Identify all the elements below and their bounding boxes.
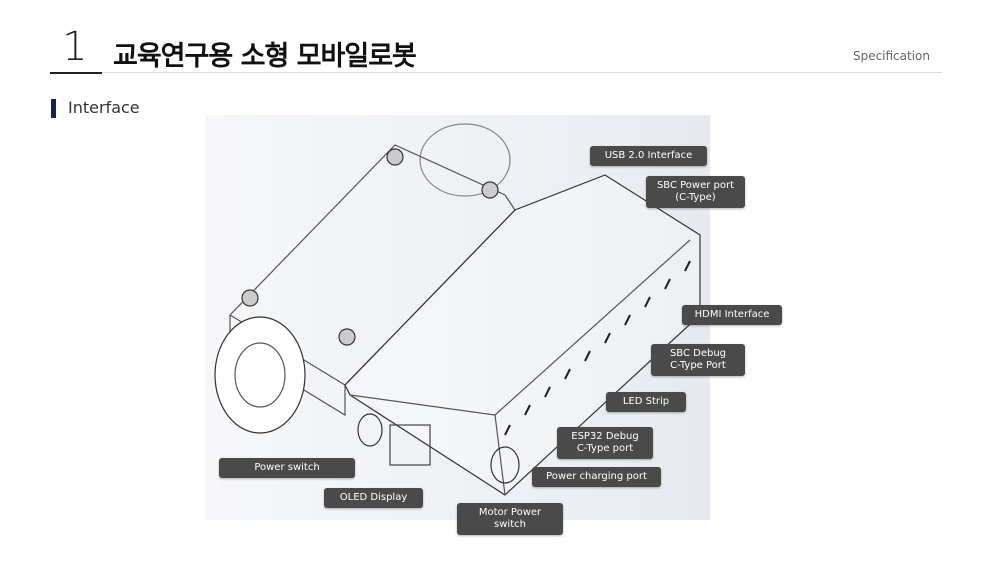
- label-sbc-power-port: SBC Power port (C-Type): [646, 176, 745, 208]
- label-power-switch: Power switch: [219, 458, 355, 478]
- page-title: 교육연구용 소형 모바일로봇: [113, 41, 417, 72]
- label-hdmi-interface: HDMI Interface: [682, 305, 782, 325]
- label-power-charging-port: Power charging port: [532, 467, 661, 487]
- label-led-strip: LED Strip: [606, 392, 686, 412]
- section-title: Interface: [68, 98, 140, 117]
- header-divider: [102, 72, 942, 73]
- label-sbc-debug-port: SBC Debug C-Type Port: [651, 344, 745, 376]
- label-oled-display: OLED Display: [324, 488, 423, 508]
- number-underline: [50, 72, 102, 74]
- section-tag: Specification: [852, 49, 930, 63]
- label-motor-power-switch: Motor Power switch: [457, 503, 563, 535]
- label-esp32-debug-port: ESP32 Debug C-Type port: [557, 427, 653, 459]
- label-usb-interface: USB 2.0 Interface: [590, 146, 707, 166]
- section-number: 1: [62, 24, 88, 70]
- section-marker: [51, 99, 56, 118]
